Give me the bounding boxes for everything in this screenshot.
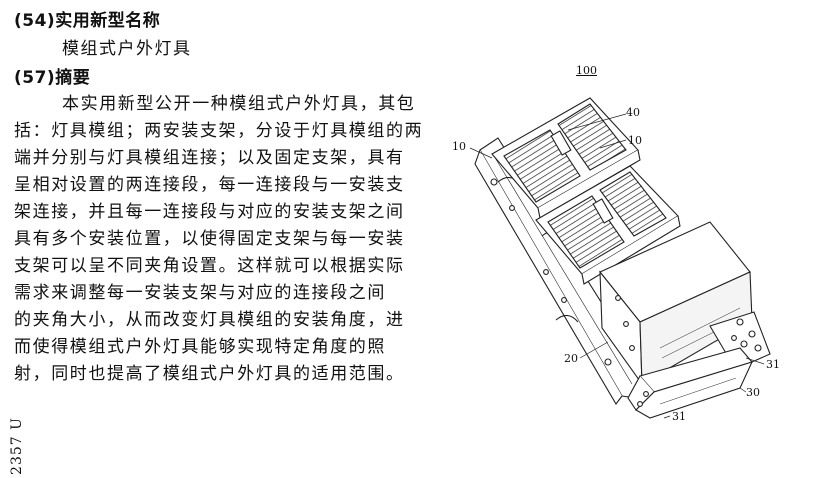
- abstract-line: 具有多个安装位置，以使得固定支架与每一安装: [14, 229, 405, 249]
- abstract-line: 支架可以呈不同夹角设置。这样就可以根据实际: [14, 256, 405, 276]
- base-fixing-bracket: [627, 347, 754, 419]
- figure-label-40: 40: [626, 106, 640, 119]
- abstract-line: 而使得模组式户外灯具能够实现特定角度的照: [14, 337, 386, 357]
- figure-label-20: 20: [564, 352, 578, 365]
- led-module-upper: [491, 97, 641, 219]
- figure-label-10-left: 10: [452, 140, 466, 153]
- right-connector-plate: [709, 311, 771, 363]
- abstract-line: 的夹角大小，从而改变灯具模组的安装角度，进: [14, 310, 405, 330]
- lamp-drawing: [469, 97, 771, 419]
- figure-label-30: 30: [746, 386, 760, 399]
- abstract-text: 本实用新型公开一种模组式户外灯具，其包 括：灯具模组；两安装支架，分设于灯具模组…: [14, 91, 424, 388]
- figure-label-10-right: 10: [628, 134, 642, 147]
- abstract-line: 括：灯具模组；两安装支架，分设于灯具模组的两: [14, 121, 424, 141]
- abstract-line: 需求来调整每一安装支架与对应的连接段之间: [14, 283, 386, 303]
- figure-label-31-right: 31: [766, 358, 780, 371]
- abstract-line: 本实用新型公开一种模组式户外灯具，其包: [62, 94, 416, 114]
- figure-label-100: 100: [576, 64, 597, 77]
- driver-box: [599, 221, 753, 386]
- leader-lines: [469, 113, 765, 419]
- led-module-lower: [535, 165, 681, 285]
- figure-label-31-bottom: 31: [672, 410, 686, 423]
- abstract-heading: (57)摘要: [14, 68, 91, 88]
- left-mounting-bracket: [474, 137, 641, 405]
- abstract-line: 射，同时也提高了模组式户外灯具的适用范围。: [14, 364, 405, 384]
- utility-model-name: 模组式户外灯具: [62, 39, 192, 59]
- abstract-line: 呈相对设置的两连接段，每一连接段与一安装支: [14, 175, 405, 195]
- abstract-line: 架连接，并且每一连接段与对应的安装支架之间: [14, 202, 405, 222]
- document-number-stamp: 2357 U: [8, 417, 25, 475]
- abstract-line: 端并分别与灯具模组连接；以及固定支架，具有: [14, 148, 405, 168]
- patent-figure: 100 40 10 10 20 31 30 31: [440, 58, 822, 438]
- utility-model-name-heading: (54)实用新型名称: [14, 11, 161, 31]
